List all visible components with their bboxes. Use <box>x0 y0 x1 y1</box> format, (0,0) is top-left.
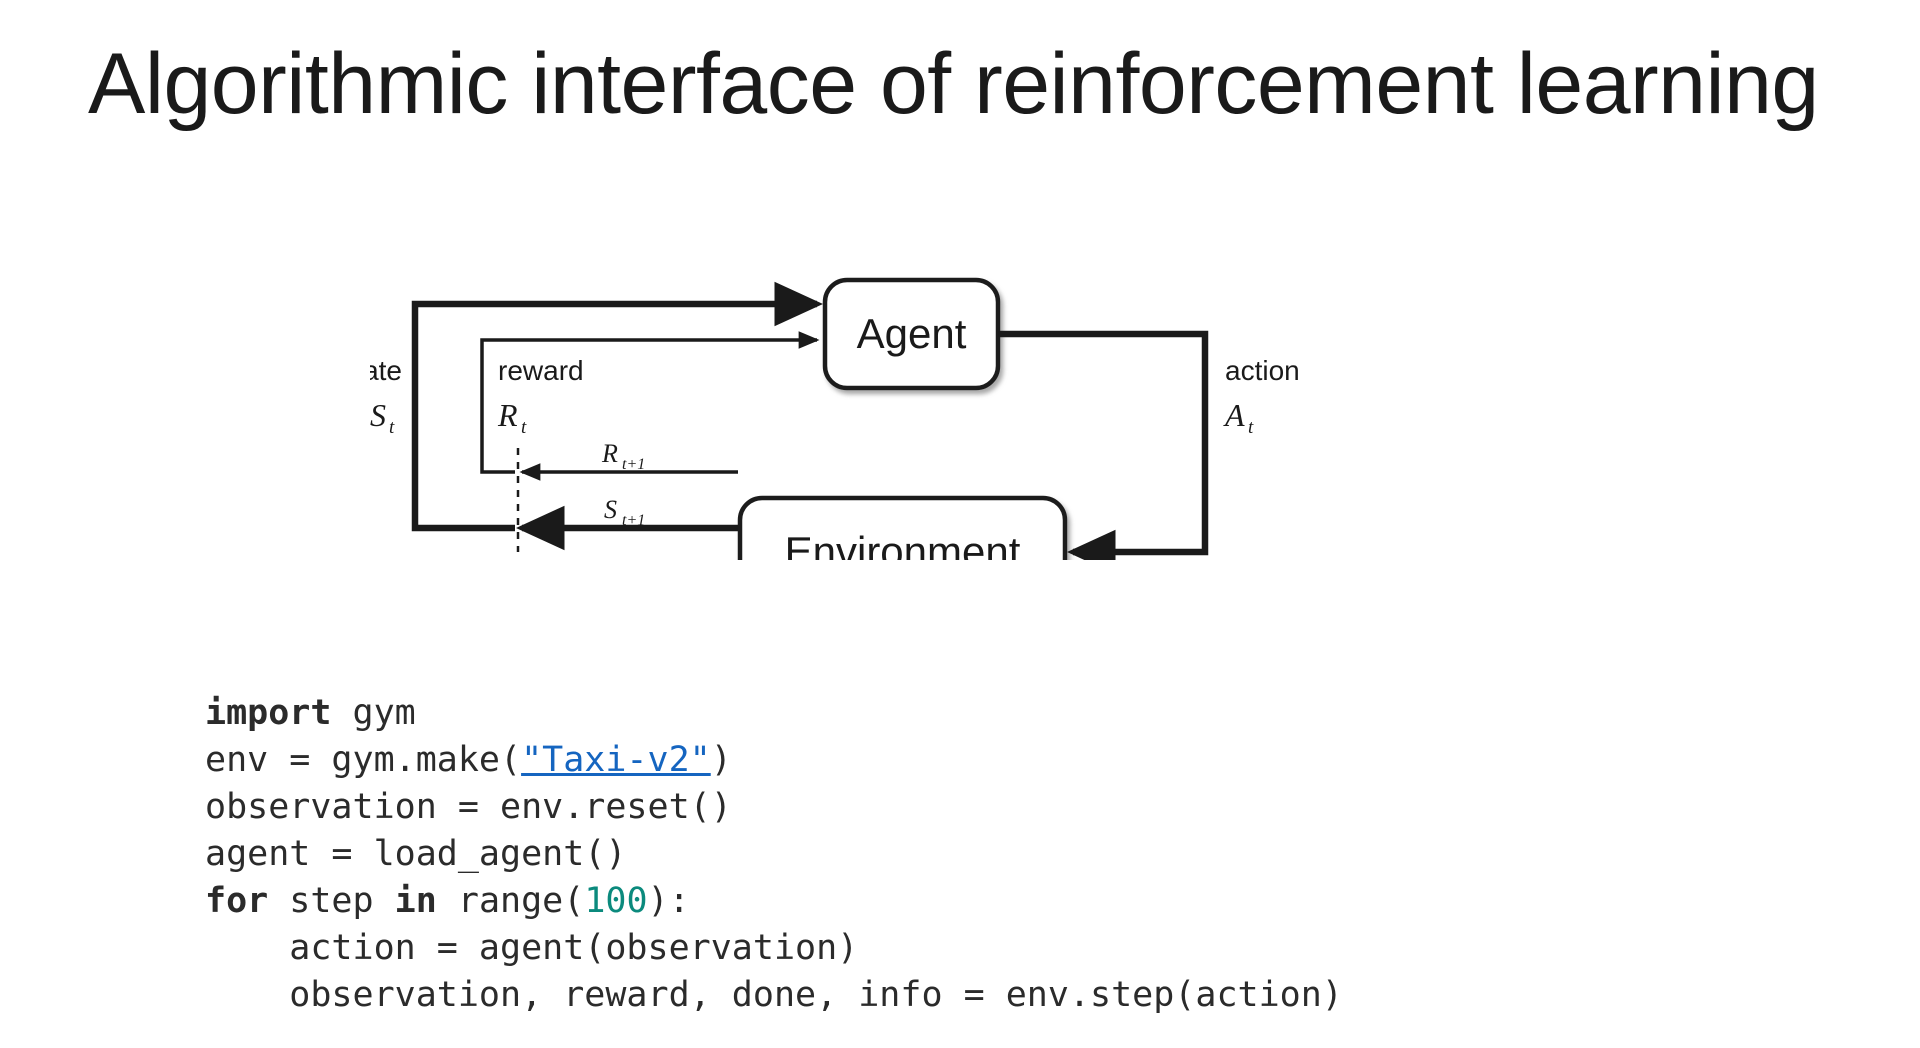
next-reward-label-symbol: R <box>601 439 618 468</box>
code-token-keyword: for <box>205 881 269 921</box>
state-label-subscript: t <box>389 417 395 438</box>
next-state-label: S t+1 <box>604 495 645 529</box>
next-reward-label-subscript: t+1 <box>622 456 645 473</box>
code-token-plain: agent = load_agent() <box>205 834 627 874</box>
code-token-plain: observation, reward, done, info = env.st… <box>205 975 1343 1015</box>
action-label-subscript: t <box>1248 417 1254 438</box>
next-state-label-subscript: t+1 <box>622 512 645 529</box>
rl-loop-diagram-svg: Agent Environment state S <box>370 277 1300 560</box>
reward-feedback-path <box>480 331 820 474</box>
agent-box: Agent <box>822 277 1001 391</box>
rl-loop-diagram: Agent Environment state S <box>370 200 1370 560</box>
code-token-plain: env = gym.make( <box>205 740 522 780</box>
reward-label-word: reward <box>498 355 584 386</box>
state-label: state S t <box>370 355 402 438</box>
code-line: action = agent(observation) <box>205 925 1343 972</box>
state-label-word: state <box>370 355 402 386</box>
environment-box: Environment <box>737 495 1068 560</box>
code-token-keyword: in <box>394 881 437 921</box>
code-token-plain: observation = env.reset() <box>205 787 732 827</box>
code-token-number: 100 <box>584 881 648 921</box>
reward-label-symbol: R <box>497 397 518 433</box>
environment-box-rect <box>737 495 1068 560</box>
code-token-plain: action = agent(observation) <box>205 928 859 968</box>
page-title: Algorithmic interface of reinforcement l… <box>88 36 1819 132</box>
reward-label-subscript: t <box>521 417 527 438</box>
action-path <box>998 330 1209 560</box>
state-feedback-path <box>411 281 824 532</box>
action-label: action A t <box>1223 355 1300 438</box>
code-token-plain: ): <box>647 881 690 921</box>
code-token-keyword: import <box>205 693 332 733</box>
code-line: env = gym.make("Taxi-v2") <box>205 737 1343 784</box>
reward-label: reward R t <box>497 355 584 438</box>
code-line: for step in range(100): <box>205 878 1343 925</box>
code-token-plain: range( <box>436 881 585 921</box>
agent-box-label: Agent <box>857 310 967 357</box>
code-line: observation, reward, done, info = env.st… <box>205 972 1343 1019</box>
state-label-symbol: S <box>370 397 386 433</box>
action-label-symbol: A <box>1223 397 1245 433</box>
code-token-plain: step <box>268 881 395 921</box>
code-link-token[interactable]: "Taxi-v2" <box>521 740 711 780</box>
environment-box-label: Environment <box>785 528 1021 560</box>
code-line: import gym <box>205 690 1343 737</box>
code-token-plain: gym <box>331 693 416 733</box>
code-line: agent = load_agent() <box>205 831 1343 878</box>
action-label-word: action <box>1225 355 1300 386</box>
code-token-plain: ) <box>710 740 732 780</box>
next-state-label-symbol: S <box>604 495 617 524</box>
next-reward-label: R t+1 <box>601 439 645 473</box>
code-line: observation = env.reset() <box>205 784 1343 831</box>
